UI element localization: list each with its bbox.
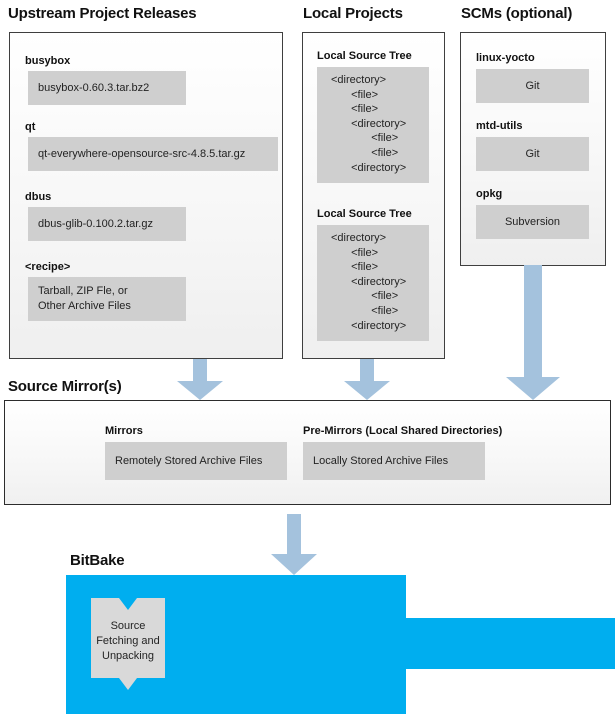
chip-remotely-stored-archive-files: Remotely Stored Archive Files	[105, 442, 287, 480]
tree-line: <directory>	[345, 319, 407, 332]
heading-local-projects: Local Projects	[303, 5, 403, 22]
chip-locally-stored-archive-files: Locally Stored Archive Files	[303, 442, 485, 480]
panel-local-projects: Local Source Tree <directory> <file> <fi…	[302, 32, 445, 359]
chip-opkg-scm: Subversion	[476, 205, 589, 239]
tree-chip-local-source-tree-2: <directory> <file> <file> <directory> <f…	[317, 225, 429, 341]
chip-recipe-archive-line2: Other Archive Files	[38, 300, 131, 312]
tree-line: <directory>	[345, 161, 407, 174]
tree-line: <file>	[345, 88, 379, 101]
chip-dbus-tarball: dbus-glib-0.100.2.tar.gz	[28, 207, 186, 241]
panel-source-mirrors: Mirrors Remotely Stored Archive Files Pr…	[4, 400, 611, 505]
tree-line: <file>	[359, 132, 399, 145]
tree-line: <file>	[345, 261, 379, 274]
chip-linux-yocto-scm: Git	[476, 69, 589, 103]
arrow-upstream-to-source-mirror	[176, 359, 224, 401]
heading-upstream-project-releases: Upstream Project Releases	[8, 5, 197, 22]
group-label-local-source-tree-1: Local Source Tree	[317, 50, 412, 62]
tree-line: <directory>	[345, 117, 407, 130]
chip-recipe-archive-line1: Tarball, ZIP Fle, or	[38, 285, 128, 297]
group-label-mtd-utils: mtd-utils	[476, 120, 523, 132]
arrow-local-projects-to-source-mirror	[343, 359, 391, 401]
chip-qt-tarball: qt-everywhere-opensource-src-4.8.5.tar.g…	[28, 137, 278, 171]
chip-mtd-utils-scm: Git	[476, 137, 589, 171]
group-label-pre-mirrors: Pre-Mirrors (Local Shared Directories)	[303, 425, 503, 437]
heading-source-mirrors: Source Mirror(s)	[8, 378, 122, 395]
heading-scms: SCMs (optional)	[461, 5, 573, 22]
box-source-fetching-and-unpacking: Source Fetching and Unpacking	[91, 598, 165, 691]
arrow-source-mirror-to-bitbake	[270, 514, 318, 576]
bitbake-pipeline-shape	[66, 575, 615, 714]
heading-bitbake: BitBake	[70, 552, 125, 569]
arrow-scms-to-source-mirror	[505, 265, 561, 401]
tree-line: <file>	[359, 304, 399, 317]
group-label-linux-yocto: linux-yocto	[476, 52, 535, 64]
tree-line: <directory>	[345, 275, 407, 288]
panel-scms: linux-yocto Git mtd-utils Git opkg Subve…	[460, 32, 606, 266]
panel-upstream-project-releases: busybox busybox-0.60.3.tar.bz2 qt qt-eve…	[9, 32, 283, 359]
chip-busybox-tarball: busybox-0.60.3.tar.bz2	[28, 71, 186, 105]
tree-line: <directory>	[331, 74, 387, 86]
tree-line: <file>	[359, 146, 399, 159]
tree-line: <file>	[359, 290, 399, 303]
group-label-recipe: <recipe>	[25, 261, 71, 273]
group-label-mirrors: Mirrors	[105, 425, 143, 437]
tree-line: <file>	[345, 103, 379, 116]
tree-line: <file>	[345, 246, 379, 259]
tree-line: <directory>	[331, 232, 387, 244]
box-source-fetching-label: Source Fetching and Unpacking	[96, 620, 160, 662]
group-label-local-source-tree-2: Local Source Tree	[317, 208, 412, 220]
group-label-qt: qt	[25, 121, 36, 133]
tree-chip-local-source-tree-1: <directory> <file> <file> <directory> <f…	[317, 67, 429, 183]
group-label-dbus: dbus	[25, 191, 52, 203]
chip-recipe-archive: Tarball, ZIP Fle, or Other Archive Files	[28, 277, 186, 321]
group-label-opkg: opkg	[476, 188, 503, 200]
group-label-busybox: busybox	[25, 55, 71, 67]
